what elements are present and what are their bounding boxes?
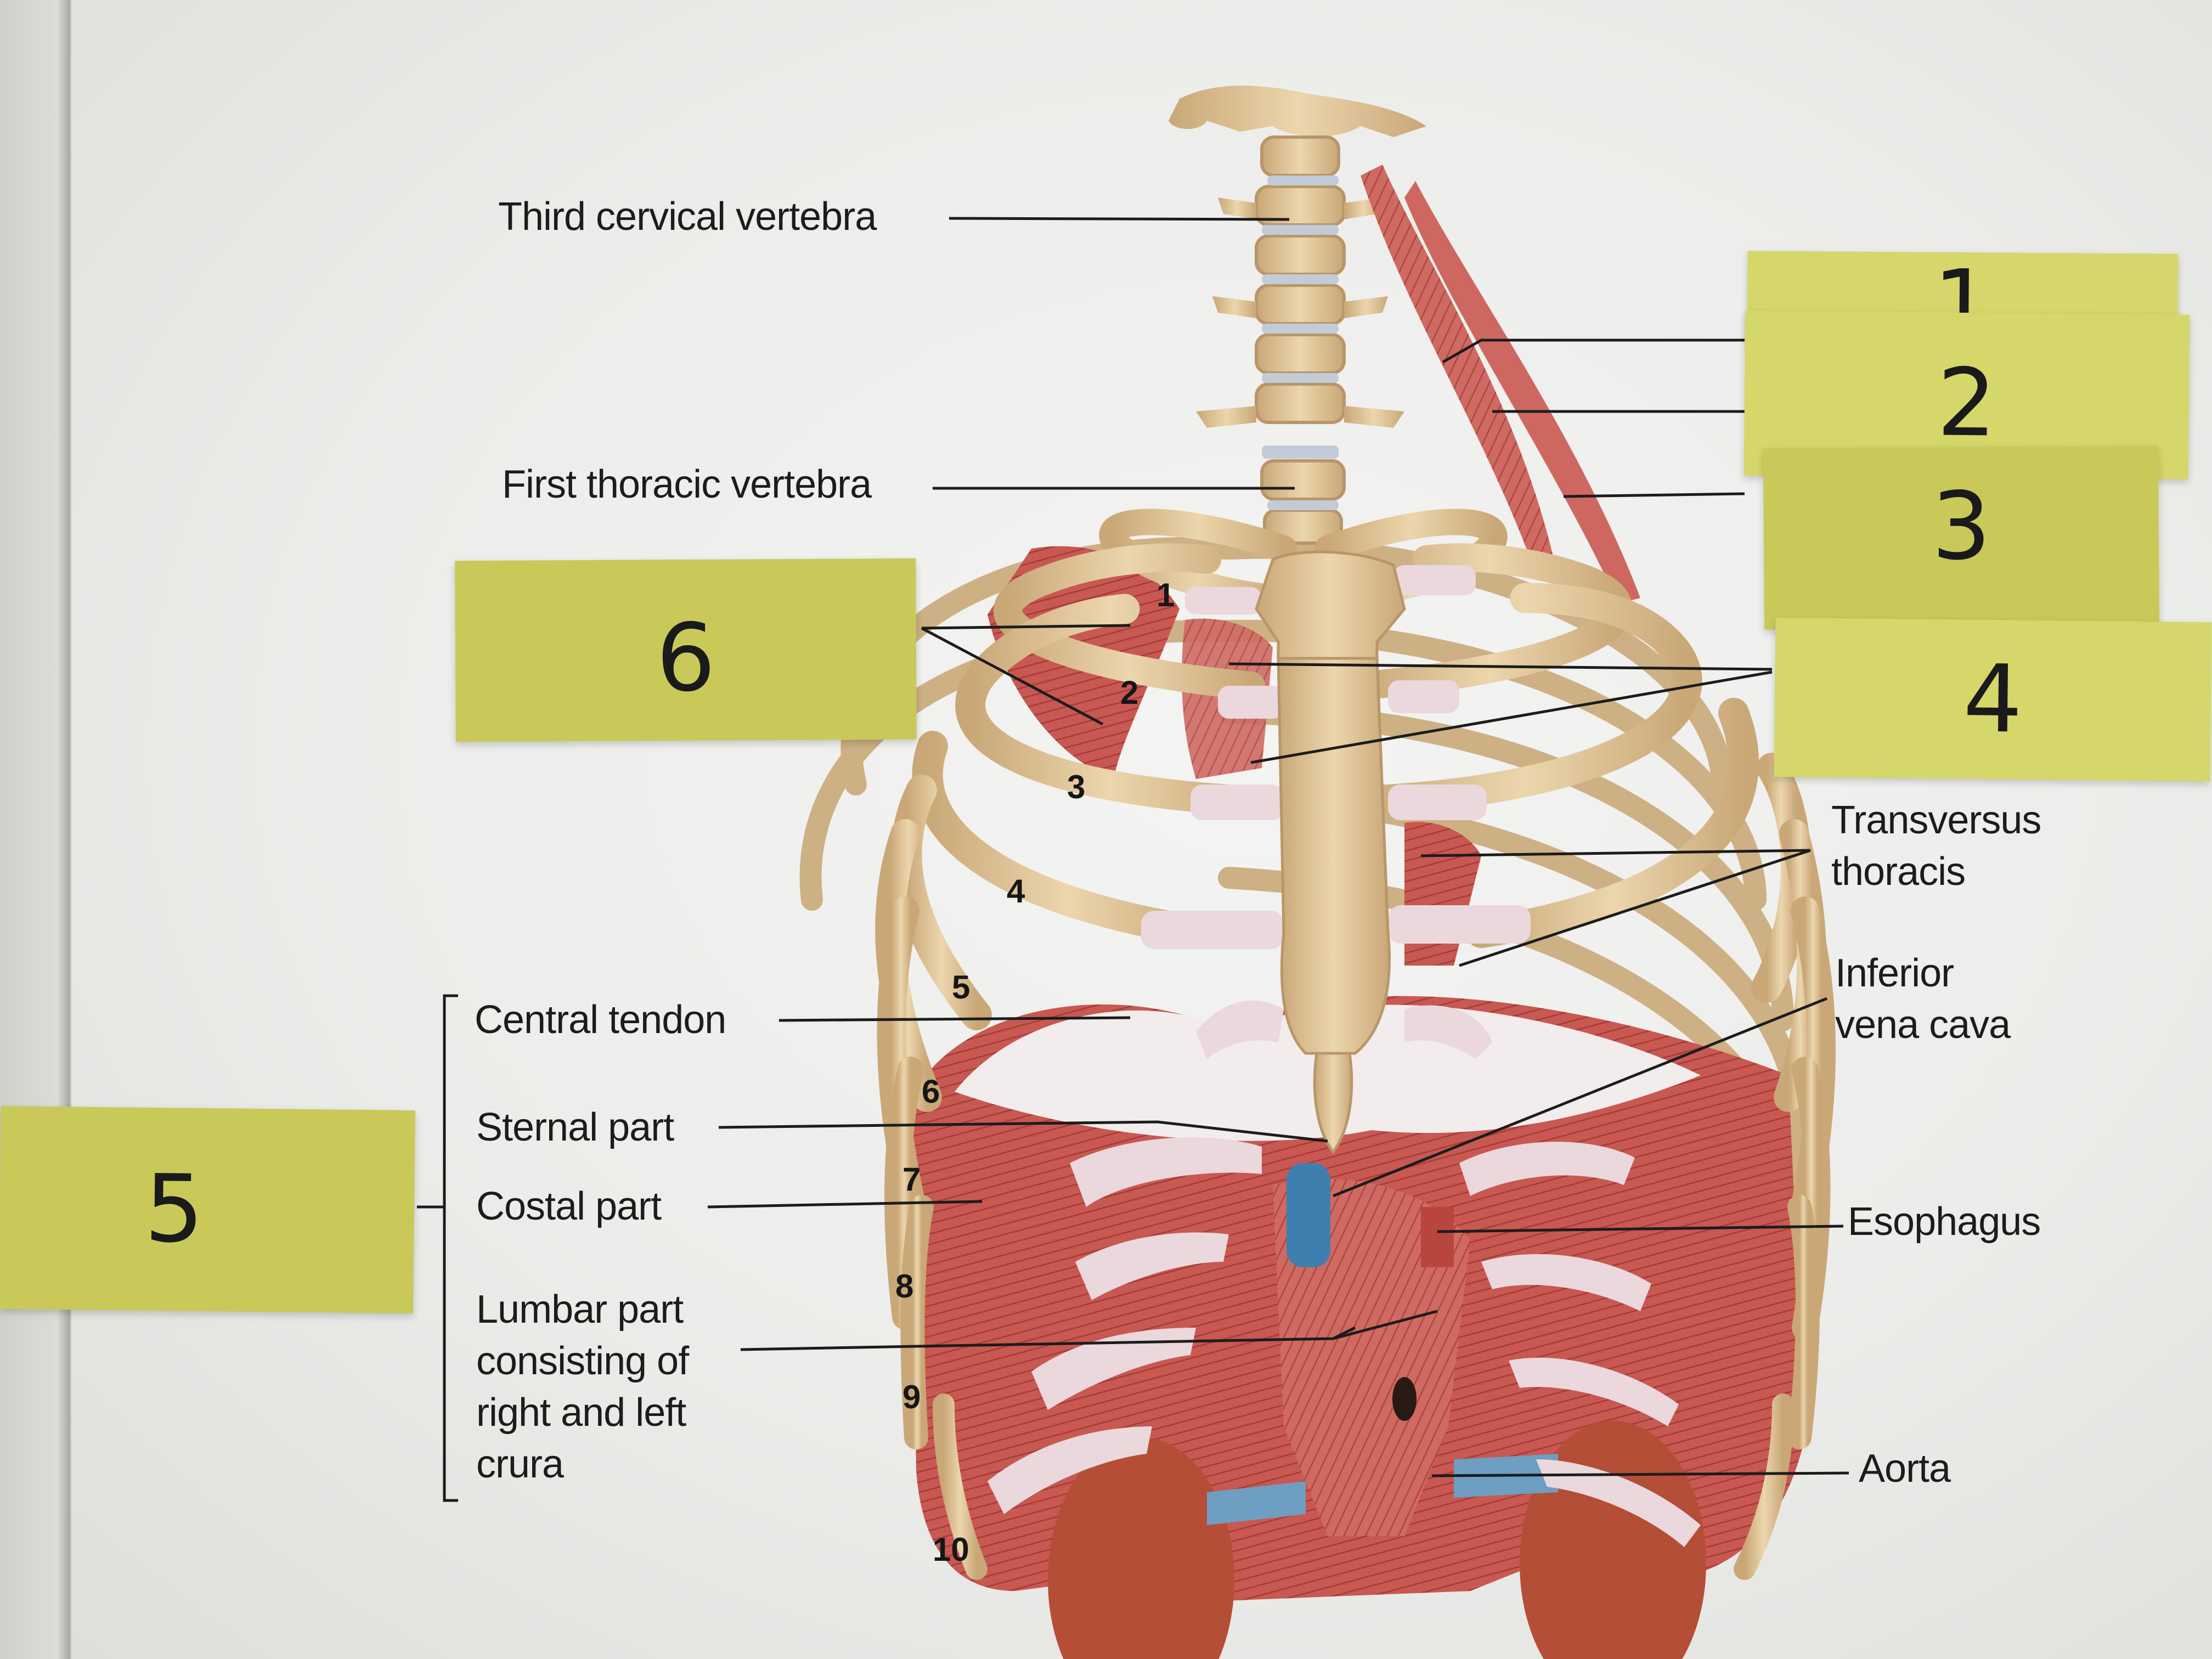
sticky-note-4-text: 4 <box>1962 645 2023 754</box>
leader-4b <box>1250 670 1773 764</box>
leader-esophagus <box>1437 1224 1844 1233</box>
sticky-note-4: 4 <box>1774 617 2212 782</box>
rib-9-right <box>1787 1195 1820 1449</box>
label-central-tendon: Central tendon <box>475 998 726 1042</box>
rib-number-6: 6 <box>922 1073 940 1110</box>
label-inferior-vena-cava: Inferior vena cava <box>1835 947 2109 1051</box>
label-lumbar-line-3: right and left <box>476 1391 686 1435</box>
label-lumbar-part: Lumbar part consisting of right and left… <box>476 1284 805 1490</box>
label-lumbar-line-2: consisting of <box>476 1339 689 1383</box>
rib-number-9: 9 <box>902 1379 921 1415</box>
leader-aorta <box>1431 1471 1849 1477</box>
label-costal-part: Costal part <box>476 1184 662 1228</box>
label-transversus-line-2: thoracis <box>1831 850 1966 894</box>
rib-5-left <box>891 775 992 1030</box>
leader-4a <box>1228 662 1773 671</box>
rib-3-left <box>955 594 1266 816</box>
rib-3-right <box>1345 583 1702 816</box>
leader-lumbar-part-b <box>1333 1310 1438 1340</box>
rib-10-left <box>933 1393 988 1580</box>
leader-3 <box>1563 492 1745 498</box>
sticky-note-3: 3 <box>1763 445 2160 630</box>
sticky-note-5-text: 5 <box>144 1154 205 1264</box>
sternum <box>1255 550 1406 1155</box>
leader-lines <box>417 217 1849 1502</box>
label-lumbar-line-1: Lumbar part <box>476 1288 684 1331</box>
label-aorta: Aorta <box>1859 1447 1951 1491</box>
leader-central-tendon <box>778 1016 1131 1022</box>
rib-number-2: 2 <box>1120 674 1139 711</box>
label-sternal-part: Sternal part <box>476 1105 674 1149</box>
rib-number-1: 1 <box>1156 577 1175 613</box>
label-lumbar-line-4: crura <box>476 1442 564 1486</box>
rib-number-7: 7 <box>902 1161 921 1198</box>
aortic-opening <box>1392 1377 1417 1421</box>
label-third-cervical-vertebra: Third cervical vertebra <box>498 195 877 239</box>
leader-transversus-a <box>1420 849 1811 857</box>
rib-number-4: 4 <box>1007 873 1025 910</box>
rib-9-left <box>900 1195 934 1449</box>
inferior-vena-cava-shape <box>1286 1163 1330 1267</box>
sticky-note-6: 6 <box>455 558 917 742</box>
leader-transversus-b <box>1459 849 1811 967</box>
label-first-thoracic-vertebra: First thoracic vertebra <box>502 462 872 506</box>
vertebral-column <box>1169 86 1426 545</box>
rib-4-right <box>1466 698 1759 948</box>
label-ivc-line-2: vena cava <box>1835 1003 2011 1047</box>
scalene-muscles <box>1361 165 1640 603</box>
rib-number-10: 10 <box>933 1531 969 1568</box>
label-esophagus: Esophagus <box>1848 1200 2041 1244</box>
rib-number-8: 8 <box>895 1268 914 1305</box>
sticky-note-6-text: 6 <box>656 603 716 713</box>
rib-10-right <box>1734 1393 1794 1580</box>
label-transversus-line-1: Transversus <box>1831 798 2041 842</box>
label-transversus-thoracis: Transversus thoracis <box>1831 794 2106 898</box>
leader-third-cervical <box>949 217 1290 221</box>
leader-6b <box>921 627 1104 726</box>
sticky-note-2-text: 2 <box>1936 348 1997 458</box>
rib-8-left <box>884 1057 924 1330</box>
sticky-note-5: 5 <box>0 1106 415 1313</box>
monitor-bezel-edge <box>0 0 71 1659</box>
rib-number-5: 5 <box>952 969 970 1006</box>
label-ivc-line-1: Inferior <box>1835 951 1954 995</box>
costal-cartilages <box>988 565 1701 1547</box>
leader-ivc <box>1333 997 1827 1198</box>
leader-1 <box>1442 338 1745 364</box>
anterior-ribs <box>875 509 1836 1580</box>
esophagus-shape <box>1421 1207 1454 1267</box>
leader-costal-part <box>707 1200 983 1209</box>
rib-number-3: 3 <box>1067 769 1086 805</box>
leader-sternal-part <box>718 1120 1328 1143</box>
sticky-note-3-text: 3 <box>1931 472 1991 582</box>
leader-6a <box>921 624 1131 630</box>
diaphragm-bracket <box>443 994 458 1502</box>
rib-2-left <box>994 543 1265 700</box>
